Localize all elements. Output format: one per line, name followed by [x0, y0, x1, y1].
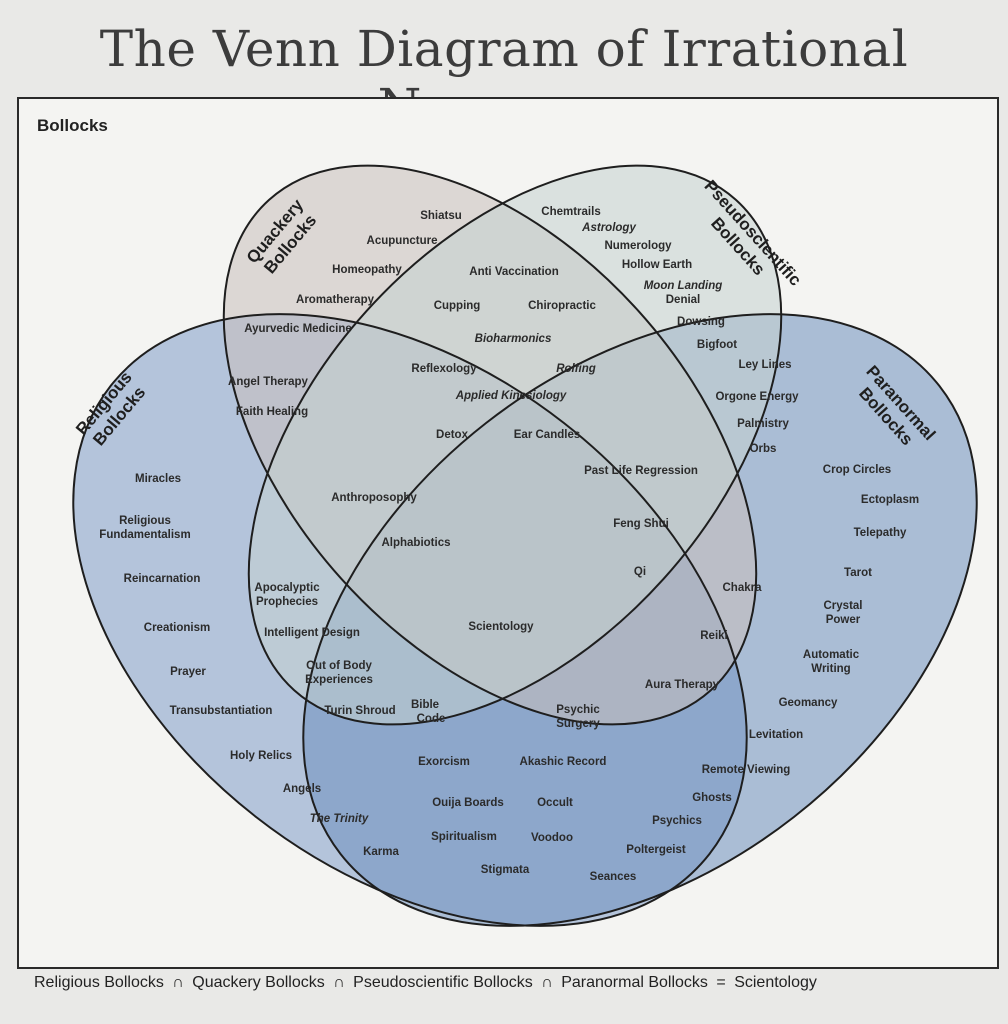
item-faith-healing: Faith Healing	[235, 406, 309, 418]
quackery-outline	[222, 164, 758, 726]
item-bigfoot: Bigfoot	[696, 339, 738, 351]
item-creationism: Creationism	[143, 622, 211, 634]
item-angels: Angels	[282, 783, 322, 795]
item-psychic-surgery-line2: Surgery	[556, 718, 600, 730]
item-homeopathy: Homeopathy	[332, 264, 402, 276]
item-rolfing: Rolfing	[556, 363, 596, 375]
item-geomancy: Geomancy	[778, 697, 838, 709]
item-the-trinity: The Trinity	[309, 813, 369, 825]
item-karma: Karma	[363, 846, 399, 858]
item-reincarnation: Reincarnation	[123, 573, 201, 585]
item-psychic-surgery-line1: Psychic	[556, 704, 600, 716]
item-religious-fundamentalism-line1: Religious	[119, 515, 171, 527]
item-bible-code-line2: Code	[416, 713, 446, 725]
item-reflexology: Reflexology	[411, 363, 477, 375]
pseudoscientific-set	[248, 165, 782, 725]
item-anti-vaccination: Anti Vaccination	[469, 266, 559, 278]
item-bioharmonics: Bioharmonics	[474, 333, 552, 345]
item-orbs: Orbs	[749, 443, 777, 455]
religious-outline	[72, 313, 748, 927]
item-automatic-writing-line2: Writing	[811, 663, 851, 675]
item-cupping: Cupping	[433, 300, 481, 312]
footer-intersect-symbol: ∩	[541, 974, 553, 991]
footer-pseudoscientific: Pseudoscientific Bollocks	[353, 974, 533, 991]
item-anthroposophy: Anthroposophy	[331, 492, 417, 504]
item-religious-fundamentalism-line2: Fundamentalism	[99, 529, 191, 541]
item-voodoo: Voodoo	[531, 832, 573, 844]
item-feng-shui: Feng Shui	[613, 518, 669, 530]
item-tarot: Tarot	[844, 567, 872, 579]
item-detox: Detox	[436, 429, 468, 441]
item-reiki: Reiki	[700, 630, 728, 642]
item-ayurvedic: Ayurvedic Medicine	[244, 323, 352, 335]
item-angel-therapy: Angel Therapy	[228, 376, 308, 388]
item-astrology: Astrology	[582, 222, 636, 234]
item-ley-lines: Ley Lines	[738, 359, 792, 371]
item-crop-circles: Crop Circles	[822, 464, 892, 476]
pseudoscientific-outline	[247, 164, 783, 726]
item-orgone-energy: Orgone Energy	[715, 391, 799, 403]
item-occult: Occult	[537, 797, 573, 809]
footer-equals-symbol: =	[716, 974, 726, 991]
item-chemtrails: Chemtrails	[541, 206, 601, 218]
item-miracles: Miracles	[134, 473, 182, 485]
universe-label: Bollocks	[37, 116, 108, 135]
item-aura-therapy: Aura Therapy	[644, 679, 720, 691]
item-spiritualism: Spiritualism	[431, 831, 497, 843]
item-psychics: Psychics	[652, 815, 702, 827]
item-poltergeist: Poltergeist	[626, 844, 686, 856]
item-ghosts: Ghosts	[692, 792, 732, 804]
item-palmistry: Palmistry	[737, 418, 789, 430]
item-moon-landing: Moon Landing	[643, 280, 723, 292]
item-ear-candles: Ear Candles	[513, 429, 581, 441]
item-shiatsu: Shiatsu	[420, 210, 462, 222]
item-automatic-writing-line1: Automatic	[802, 649, 860, 661]
item-ectoplasm: Ectoplasm	[860, 494, 920, 506]
footer-quackery: Quackery Bollocks	[192, 974, 325, 991]
item-denial: Denial	[665, 294, 701, 306]
item-hollow-earth: Hollow Earth	[621, 259, 693, 271]
footer-equation: Religious Bollocks ∩ Quackery Bollocks ∩…	[34, 974, 994, 992]
item-past-life-regression: Past Life Regression	[584, 465, 698, 477]
item-out-of-body-line1: Out of Body	[306, 660, 372, 672]
item-intelligent-design: Intelligent Design	[264, 627, 360, 639]
item-applied-kinesiology: Applied Kinesiology	[455, 390, 567, 402]
footer-paranormal: Paranormal Bollocks	[561, 974, 708, 991]
item-bible-code-line1: Bible	[410, 699, 440, 711]
item-chakra: Chakra	[722, 582, 762, 594]
item-crystal-power-line2: Power	[825, 614, 861, 626]
item-turin-shroud: Turin Shroud	[324, 705, 396, 717]
item-exorcism: Exorcism	[418, 756, 470, 768]
footer-intersect-symbol: ∩	[172, 974, 184, 991]
item-dowsing: Dowsing	[677, 316, 725, 328]
item-apocalyptic-prophecies-line2: Prophecies	[256, 596, 318, 608]
item-ouija-boards: Ouija Boards	[432, 797, 504, 809]
item-stigmata: Stigmata	[480, 864, 530, 876]
item-aromatherapy: Aromatherapy	[296, 294, 374, 306]
item-akashic-record: Akashic Record	[519, 756, 607, 768]
item-crystal-power-line1: Crystal	[823, 600, 863, 612]
item-holy-relics: Holy Relics	[230, 750, 292, 762]
item-transubstantiation: Transubstantiation	[169, 705, 273, 717]
paranormal-outline	[302, 313, 978, 927]
item-chiropractic: Chiropractic	[528, 300, 596, 312]
item-acupuncture: Acupuncture	[366, 235, 438, 247]
item-apocalyptic-prophecies-line1: Apocalyptic	[254, 582, 320, 594]
footer-result: Scientology	[734, 974, 817, 991]
item-out-of-body-line2: Experiences	[305, 674, 373, 686]
item-telepathy: Telepathy	[853, 527, 907, 539]
footer-religious: Religious Bollocks	[34, 974, 164, 991]
item-seances: Seances	[589, 871, 637, 883]
item-numerology: Numerology	[604, 240, 672, 252]
item-prayer: Prayer	[170, 666, 206, 678]
item-remote-viewing: Remote Viewing	[701, 764, 791, 776]
item-alphabiotics: Alphabiotics	[381, 537, 451, 549]
item-qi: Qi	[633, 566, 647, 578]
item-scientology: Scientology	[468, 621, 534, 633]
footer-intersect-symbol: ∩	[333, 974, 345, 991]
item-levitation: Levitation	[748, 729, 804, 741]
